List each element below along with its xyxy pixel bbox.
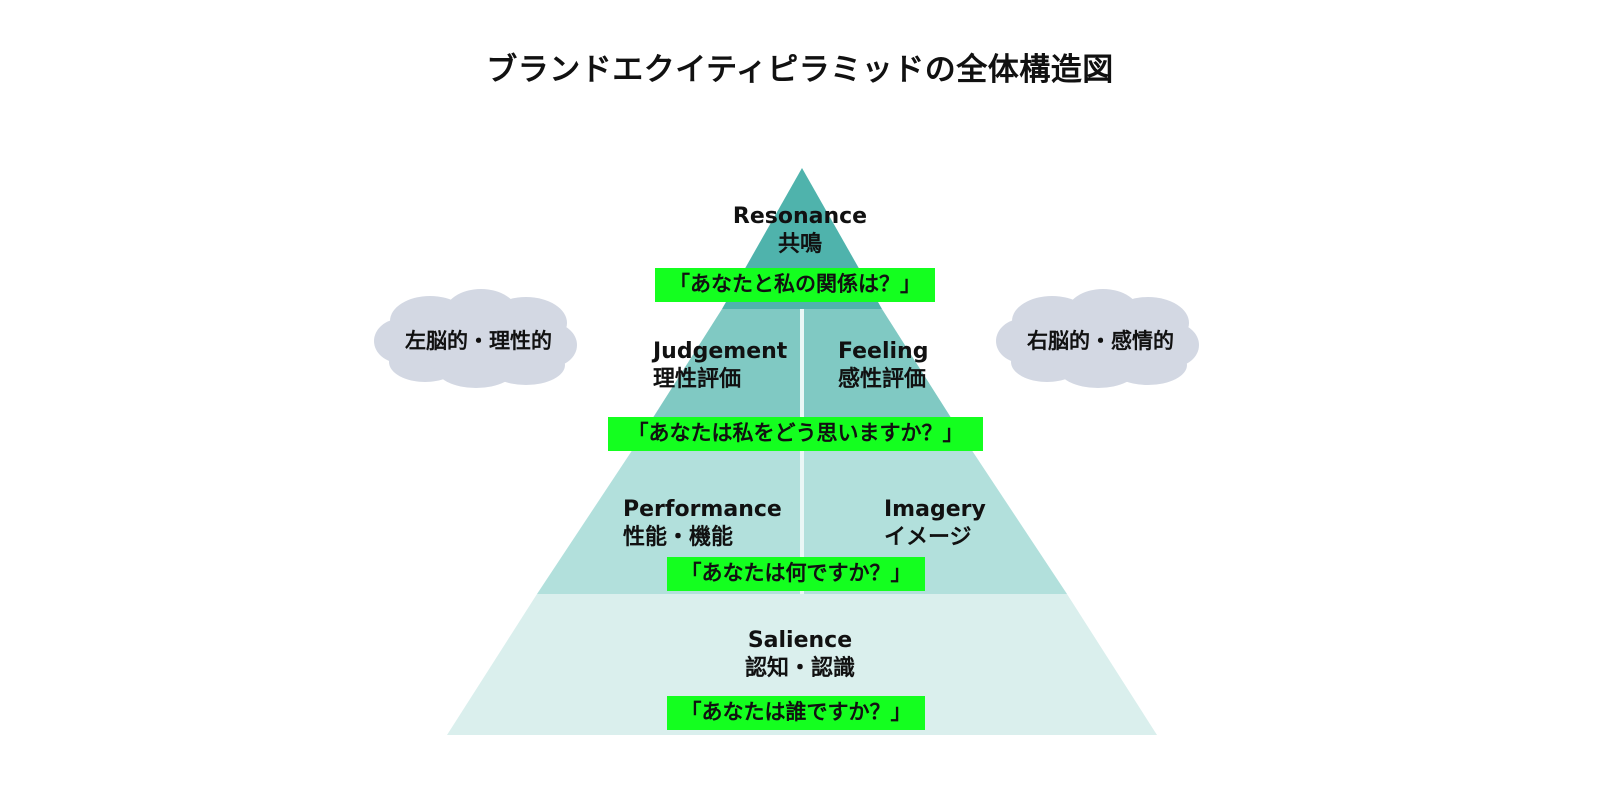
pyramid-bottom-layer <box>447 594 1157 735</box>
right-cloud-shape <box>996 289 1199 388</box>
performance-english-label: Performance <box>623 497 782 522</box>
resonance-question: 「あなたと私の関係は？」 <box>655 268 935 302</box>
salience-english-label: Salience <box>747 628 853 653</box>
judgement-japanese-label: 理性評価 <box>653 367 742 392</box>
left-cloud <box>374 289 577 388</box>
imagery-japanese-label: イメージ <box>884 525 972 550</box>
feeling-label: Feeling 感性評価 <box>838 338 928 394</box>
judgement-feeling-question: 「あなたは私をどう思いますか？」 <box>608 417 983 451</box>
resonance-label: Resonance 共鳴 <box>715 203 885 259</box>
right-cloud <box>996 289 1199 388</box>
performance-imagery-question: 「あなたは何ですか？」 <box>667 557 925 591</box>
imagery-english-label: Imagery <box>884 497 986 522</box>
performance-japanese-label: 性能・機能 <box>623 525 734 550</box>
salience-japanese-label: 認知・認識 <box>744 656 855 681</box>
feeling-japanese-label: 感性評価 <box>838 367 927 392</box>
salience-question: 「あなたは誰ですか？」 <box>667 696 925 730</box>
left-cloud-label: 左脳的・理性的 <box>405 329 552 353</box>
judgement-english-label: Judgement <box>653 339 788 364</box>
performance-label: Performance 性能・機能 <box>623 496 782 552</box>
resonance-english-label: Resonance <box>732 204 868 229</box>
feeling-english-label: Feeling <box>838 339 929 364</box>
page-title: ブランドエクイティピラミッドの全体構造図 <box>486 52 1114 88</box>
imagery-label: Imagery イメージ <box>884 496 986 552</box>
right-cloud-label: 右脳的・感情的 <box>1027 329 1174 353</box>
judgement-label: Judgement 理性評価 <box>653 338 787 394</box>
left-cloud-shape <box>374 289 577 388</box>
resonance-japanese-label: 共鳴 <box>777 232 822 257</box>
salience-label: Salience 認知・認識 <box>700 627 900 683</box>
